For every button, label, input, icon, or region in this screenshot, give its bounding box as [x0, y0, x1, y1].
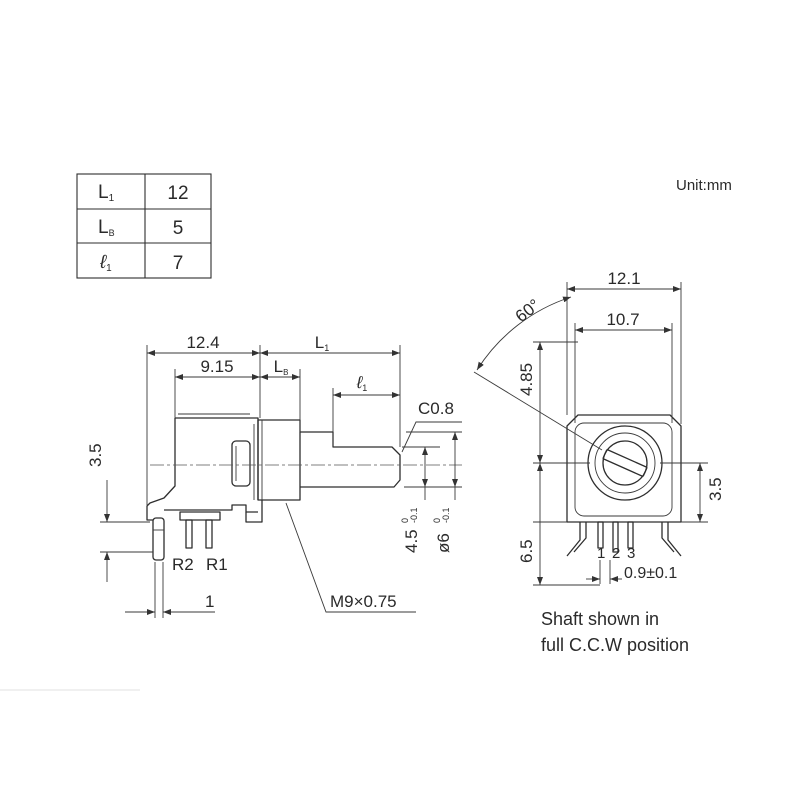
- symbol-letter: ℓ: [99, 252, 107, 273]
- symbol-subscript: 1: [324, 343, 329, 353]
- front-mount-leg-left-inner: [573, 522, 587, 553]
- dim-right: 3.5: [706, 477, 725, 501]
- dim-bottom: 6.5: [517, 539, 536, 563]
- dim-shaft-diameter-value: ø6: [434, 533, 453, 553]
- front-pin-1: [597, 521, 604, 549]
- table-frame: [76, 173, 212, 279]
- symbol-letter: L: [315, 333, 324, 352]
- table-symbol-l1: L1: [98, 182, 115, 204]
- chamfer-label: C0.8: [418, 399, 454, 418]
- thread-label: M9×0.75: [330, 592, 397, 611]
- dim-l1-label: L1: [315, 333, 329, 353]
- symbol-letter: L: [98, 182, 109, 203]
- symbol-subscript: B: [109, 228, 115, 238]
- unit-label: Unit:mm: [676, 177, 732, 194]
- bushing: [257, 419, 301, 501]
- angle-arc: [476, 296, 572, 371]
- dim-pin-length: 3.5: [86, 443, 105, 467]
- dim-width: 12.1: [607, 269, 640, 288]
- table-value-l1: 12: [167, 183, 188, 204]
- tolerance-upper: 0: [400, 518, 410, 523]
- terminal-pin-r1: [205, 519, 213, 549]
- dim-lb-label: LB: [274, 357, 289, 377]
- table-symbol-lb: LB: [98, 217, 115, 238]
- caption-line-1: Shaft shown in: [541, 609, 659, 629]
- terminal-label-r2: R2: [172, 555, 194, 574]
- shaft: [300, 431, 401, 488]
- symbol-subscript: 1: [109, 193, 115, 204]
- angle-reference-line: [473, 371, 603, 451]
- angle-label: 60°: [512, 295, 544, 326]
- shaft-ring: [594, 432, 656, 494]
- dim-top: 4.85: [517, 363, 536, 396]
- chamfer-leader: [401, 421, 462, 453]
- tolerance-upper: 0: [432, 518, 442, 523]
- symbol-letter: L: [98, 217, 109, 238]
- pin-number-1: 1: [597, 545, 605, 562]
- symbol-letter: ℓ: [356, 373, 363, 392]
- dim-leg-width: 1: [205, 592, 214, 611]
- caption-line-2: full C.C.W position: [541, 635, 689, 655]
- thread-leader: [285, 502, 416, 613]
- spec-table: L1 12 LB 5 ℓ1 7: [76, 173, 212, 279]
- mount-tab-edge: [146, 506, 153, 521]
- dim-body-length: 9.15: [200, 357, 233, 376]
- table-value-lb: 5: [173, 218, 184, 239]
- bushing-mount-tab: [245, 500, 263, 523]
- table-symbol-small-l1: ℓ1: [99, 252, 112, 274]
- tolerance-lower: -0.1: [441, 507, 451, 523]
- housing-window: [231, 440, 251, 487]
- dim-overall-length: 12.4: [186, 333, 219, 352]
- symbol-subscript: 1: [106, 263, 112, 274]
- symbol-subscript: 1: [362, 383, 367, 393]
- front-mount-leg-right-inner: [661, 522, 675, 553]
- symbol-subscript: B: [283, 368, 288, 377]
- shaft-outer-ring: [587, 425, 663, 501]
- shaft-face: [602, 440, 648, 486]
- mount-leg: [152, 517, 165, 561]
- shaft-slot: [602, 449, 648, 477]
- front-pin-3: [627, 521, 634, 549]
- housing-bottom-outline: [164, 504, 258, 513]
- housing-top-outline: [175, 417, 259, 500]
- front-view: 12.1 10.7 60° 4.85 6.5 3.5 1 2 3: [473, 269, 725, 655]
- tolerance-lower: -0.1: [409, 507, 419, 523]
- housing-left-outline: [146, 418, 176, 507]
- terminal-pin-r2: [185, 519, 193, 549]
- terminal-label-r1: R1: [206, 555, 228, 574]
- front-pin-2: [612, 521, 619, 553]
- terminal-base: [179, 511, 221, 521]
- dim-flat-tolerance: 0 -0.1: [400, 507, 419, 523]
- front-body-inner: [574, 422, 673, 517]
- dim-flat-value: 4.5: [402, 529, 421, 553]
- symbol-letter: L: [274, 357, 283, 376]
- dim-shaft-tolerance: 0 -0.1: [432, 507, 451, 523]
- table-value-small-l1: 7: [173, 253, 184, 274]
- pin-number-3: 3: [627, 545, 635, 562]
- front-mount-leg-left: [566, 522, 581, 557]
- pin-number-2: 2: [612, 545, 620, 562]
- dim-pitch: 0.9±0.1: [624, 565, 677, 582]
- dim-flat-length-label: ℓ1: [356, 373, 368, 393]
- front-mount-leg-right: [667, 522, 682, 557]
- side-view: 12.4 L1 9.15 LB ℓ1 C0.8 4.5 0 -0.1 ø6 0: [86, 333, 462, 618]
- dim-inner-width: 10.7: [606, 310, 639, 329]
